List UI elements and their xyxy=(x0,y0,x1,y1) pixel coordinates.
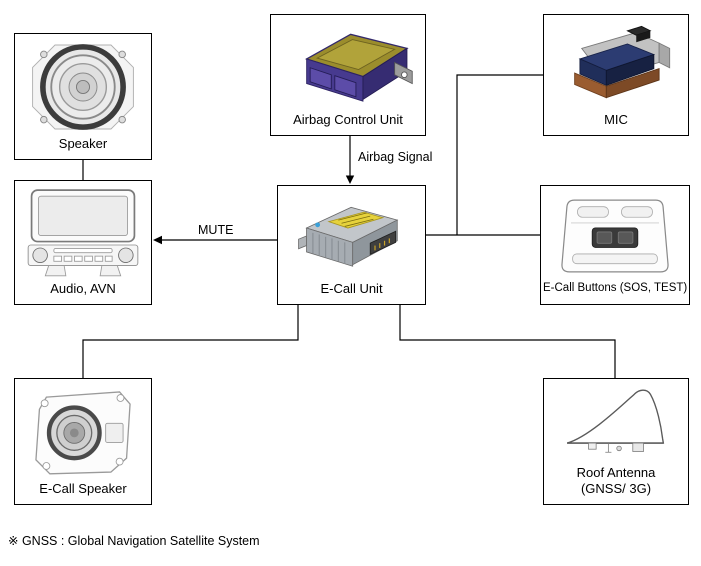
node-ecall-unit: E-Call Unit xyxy=(277,185,426,305)
edge-mic-to-ecall xyxy=(456,74,543,235)
ecall-buttons-illustration xyxy=(541,186,689,281)
airbag-signal-label: Airbag Signal xyxy=(356,150,435,164)
mic-label: MIC xyxy=(604,111,628,127)
node-roof-antenna: Roof Antenna(GNSS/ 3G) xyxy=(543,378,689,505)
ecall-speaker-label: E-Call Speaker xyxy=(39,480,127,496)
arrowhead-left-icon xyxy=(153,235,162,245)
gnss-footnote: ※ GNSS : Global Navigation Satellite Sys… xyxy=(8,534,260,548)
ecall-buttons-label: E-Call Buttons (SOS, TEST) xyxy=(543,281,688,294)
node-ecall-speaker: E-Call Speaker xyxy=(14,378,152,505)
roof-antenna-label: Roof Antenna(GNSS/ 3G) xyxy=(544,465,688,505)
edge-antenna-to-ecall xyxy=(399,305,616,378)
ecall-speaker-illustration xyxy=(15,379,151,481)
speaker-illustration xyxy=(15,34,151,136)
audio-avn-label: Audio, AVN xyxy=(50,280,116,296)
roof-antenna-label-line2: (GNSS/ 3G) xyxy=(580,480,652,496)
node-ecall-buttons: E-Call Buttons (SOS, TEST) xyxy=(540,185,690,305)
audio-avn-illustration xyxy=(15,181,151,281)
node-mic: MIC xyxy=(543,14,689,136)
ecall-unit-illustration xyxy=(278,186,425,281)
node-audio-avn: Audio, AVN xyxy=(14,180,152,305)
edge-espeaker-to-ecall xyxy=(82,305,299,378)
mic-illustration xyxy=(544,15,688,112)
node-speaker: Speaker xyxy=(14,33,152,160)
airbag-control-unit-illustration xyxy=(271,15,425,112)
roof-antenna-illustration xyxy=(544,379,688,465)
speaker-label: Speaker xyxy=(58,135,108,151)
ecall-unit-label: E-Call Unit xyxy=(320,280,383,296)
arrowhead-down-icon xyxy=(345,175,355,184)
roof-antenna-label-line1: Roof Antenna xyxy=(576,464,656,480)
mute-label: MUTE xyxy=(196,223,236,237)
node-airbag-control-unit: Airbag Control Unit xyxy=(270,14,426,136)
airbag-control-unit-label: Airbag Control Unit xyxy=(293,111,403,127)
